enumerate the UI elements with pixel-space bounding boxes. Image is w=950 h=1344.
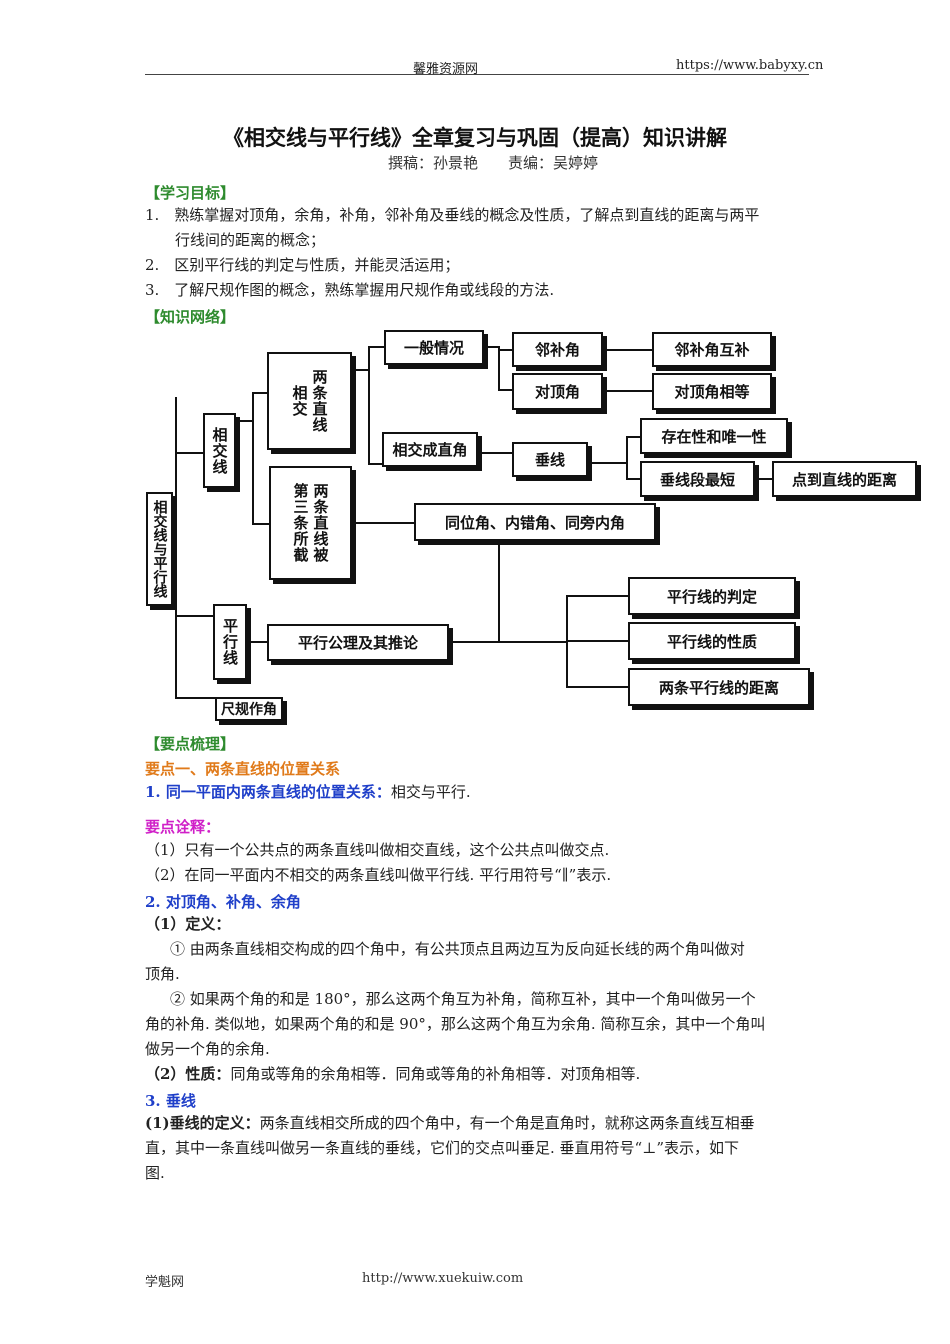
node-parallel-lines: 平行线 [213,604,247,680]
footer-name: 学魁网 [145,1275,185,1290]
node-two-lines-intersect: 相交 两条直线 [267,352,352,450]
note-2: （2）在同一平面内不相交的两条直线叫做平行线. 平行用符号“∥”表示. [145,866,612,884]
connector [368,346,384,348]
connector [566,640,628,642]
section-1-line: 1. 同一平面内两条直线的位置关系：相交与平行. [145,780,471,805]
connector [368,463,382,465]
node-adjacent-supplementary: 邻补角 [512,332,603,367]
node-parallel-property: 平行线的性质 [628,622,796,660]
node-shortest-perpendicular: 垂线段最短 [640,461,755,497]
definition-1b: 顶角. [145,965,180,983]
connector [368,346,370,465]
definition-label: （1）定义： [145,915,231,933]
goal-item-2: 2. 区别平行线的判定与性质，并能灵活运用； [145,256,460,274]
connector [236,420,252,422]
header-site-name: 馨雅资源网 [413,62,479,77]
connector [449,641,566,643]
connector [175,697,215,699]
node-vertical-angles: 对顶角 [512,373,603,410]
connector [175,397,177,697]
node-general-case: 一般情况 [384,330,484,365]
connector [252,523,269,525]
perpendicular-def-label: (1)垂线的定义： [145,1114,260,1132]
node-parallel-axiom: 平行公理及其推论 [267,624,449,661]
property-line: （2）性质：同角或等角的余角相等．同角或等角的补角相等．对顶角相等. [145,1062,640,1087]
definition-2a: ② 如果两个角的和是 180°，那么这两个角互为补角，简称互补，其中一个角叫做另… [170,990,756,1008]
connector [252,392,267,394]
node-parallel-distance: 两条平行线的距离 [628,668,810,706]
perpendicular-def-cont: 直，其中一条直线叫做另一条直线的垂线，它们的交点叫垂足. 垂直用符号“⊥”表示，… [145,1139,739,1157]
byline: 撰稿：孙景艳 责编：吴婷婷 [388,154,599,172]
node-ruler-compass: 尺规作角 [215,697,283,721]
connector [175,615,213,617]
page-title: 《相交线与平行线》全章复习与巩固（提高）知识讲解 [223,125,727,150]
section-2-title: 2. 对顶角、补角、余角 [145,893,301,911]
connector [352,369,368,371]
perpendicular-def-end: 图. [145,1164,165,1182]
footer-url[interactable]: http://www.xuekuiw.com [362,1271,524,1286]
connector [755,478,772,480]
connector [352,522,414,524]
node-perpendicular: 垂线 [512,442,588,477]
node-existence-uniqueness: 存在性和唯一性 [640,418,788,454]
node-cut-by-third-line: 第三条所截 两条直线被 [269,466,352,580]
connector [478,452,512,454]
definition-2b: 角的补角. 类似地，如果两个角的和是 90°，那么这两个角互为余角. 简称互余，… [145,1015,766,1033]
keypoint-1-title: 要点一、两条直线的位置关系 [145,760,341,778]
goal-item-1-cont: 行线间的距离的概念； [175,231,326,249]
perpendicular-def-text: 两条直线相交所成的四个角中，有一个角是直角时，就称这两条直线互相垂 [259,1114,755,1132]
connector [626,478,640,480]
connector [484,346,498,348]
connector [566,595,628,597]
connector [498,349,512,351]
keypoints-heading: 【要点梳理】 [145,735,236,753]
connector [626,436,628,480]
connector [498,346,500,391]
goal-item-1: 1. 熟练掌握对顶角，余角，补角，邻补角及垂线的概念及性质，了解点到直线的距离与… [145,206,760,224]
section-1-text: 相交与平行. [390,783,471,801]
connector [175,452,203,454]
connector [603,390,652,392]
node-parallel-judgment: 平行线的判定 [628,577,796,615]
definition-1a: ① 由两条直线相交构成的四个角中，有公共顶点且两边互为反向延长线的两个角叫做对 [170,940,745,958]
node-adjacent-property: 邻补角互补 [652,332,772,367]
node-root: 相交线与平行线 [146,492,173,606]
header-site-url[interactable]: https://www.babyxy.cn [676,58,824,73]
definition-2c: 做另一个角的余角. [145,1040,270,1058]
note-1: （1）只有一个公共点的两条直线叫做相交直线，这个公共点叫做交点. [145,841,610,859]
node-angle-types: 同位角、内错角、同旁内角 [414,503,656,541]
connector [252,392,254,525]
connector [247,641,267,643]
node-vertical-property: 对顶角相等 [652,373,772,410]
goal-item-3: 3. 了解尺规作图的概念，熟练掌握用尺规作角或线段的方法. [145,281,555,299]
network-heading: 【知识网络】 [145,308,236,326]
connector [603,349,652,351]
property-text: 同角或等角的余角相等．同角或等角的补角相等．对顶角相等. [230,1065,641,1083]
connector [498,540,500,643]
connector [498,389,512,391]
node-intersecting-lines: 相交线 [203,413,236,488]
connector [626,436,640,438]
note-label: 要点诠释： [145,818,221,836]
property-label: （2）性质： [145,1065,231,1083]
node-point-line-distance: 点到直线的距离 [772,461,917,497]
node-perpendicular-intersect: 相交成直角 [382,432,478,467]
goals-heading: 【学习目标】 [145,184,236,202]
connector [566,686,628,688]
header-divider [145,74,809,75]
section-1-label: 1. 同一平面内两条直线的位置关系： [145,783,391,801]
section-3-title: 3. 垂线 [145,1092,196,1110]
connector [588,462,626,464]
perpendicular-def-line: (1)垂线的定义：两条直线相交所成的四个角中，有一个角是直角时，就称这两条直线互… [145,1111,755,1136]
